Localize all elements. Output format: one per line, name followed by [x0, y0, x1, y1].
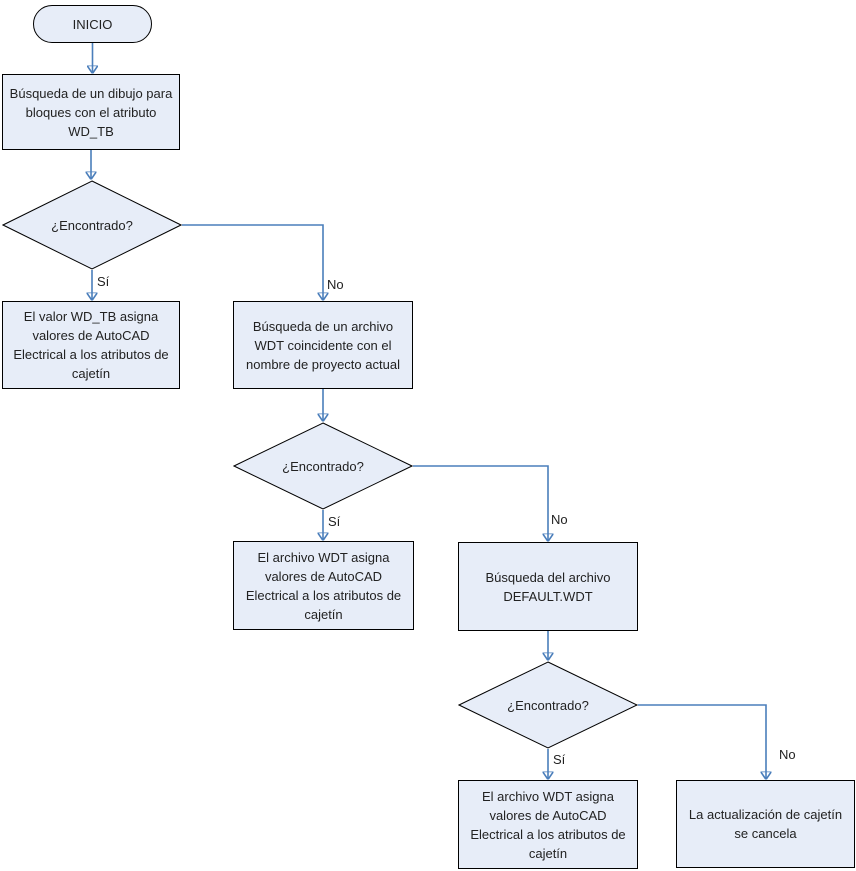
process-label: La actualización de cajetín se cancela	[688, 807, 843, 841]
decision-label: ¿Encontrado?	[282, 458, 364, 474]
branch-label-no-1: No	[327, 277, 344, 292]
process-label: El archivo WDT asigna valores de AutoCAD…	[470, 788, 626, 861]
process-label: Búsqueda de un dibujo para bloques con e…	[9, 85, 173, 139]
process-wdt-assigns-1: El archivo WDT asigna valores de AutoCAD…	[233, 541, 414, 630]
edge-decision1-no	[182, 224, 323, 300]
branch-label-yes-1: Sí	[97, 274, 110, 289]
edge-decision3-no	[638, 704, 766, 779]
decision-found-3: ¿Encontrado?	[458, 661, 638, 749]
process-label: Búsqueda del archivo DEFAULT.WDT	[485, 569, 611, 604]
process-update-cancelled: La actualización de cajetín se cancela	[676, 780, 855, 868]
process-search-wdt-project: Búsqueda de un archivo WDT coincidente c…	[233, 301, 413, 389]
branch-label-yes-3: Sí	[553, 752, 566, 767]
process-label: El valor WD_TB asigna valores de AutoCAD…	[13, 309, 169, 381]
process-wdt-assigns-2: El archivo WDT asigna valores de AutoCAD…	[458, 780, 638, 869]
edge-decision2-no	[413, 465, 548, 541]
decision-label: ¿Encontrado?	[507, 697, 589, 713]
decision-found-2: ¿Encontrado?	[233, 422, 413, 510]
branch-label-no-2: No	[551, 512, 568, 527]
process-search-drawing-block: Búsqueda de un dibujo para bloques con e…	[2, 74, 180, 150]
diamond-icon	[233, 422, 413, 510]
diamond-icon	[2, 180, 182, 270]
branch-label-yes-2: Sí	[328, 514, 341, 529]
branch-label-no-3: No	[779, 747, 796, 762]
decision-found-1: ¿Encontrado?	[2, 180, 182, 270]
process-search-default-wdt: Búsqueda del archivo DEFAULT.WDT	[458, 542, 638, 631]
process-label: El archivo WDT asigna valores de AutoCAD…	[245, 549, 402, 622]
decision-label: ¿Encontrado?	[51, 217, 133, 233]
diamond-icon	[458, 661, 638, 749]
process-wdtb-assigns: El valor WD_TB asigna valores de AutoCAD…	[2, 301, 180, 389]
start-label: INICIO	[72, 16, 113, 32]
process-label: Búsqueda de un archivo WDT coincidente c…	[246, 318, 400, 372]
start-node: INICIO	[33, 5, 152, 43]
